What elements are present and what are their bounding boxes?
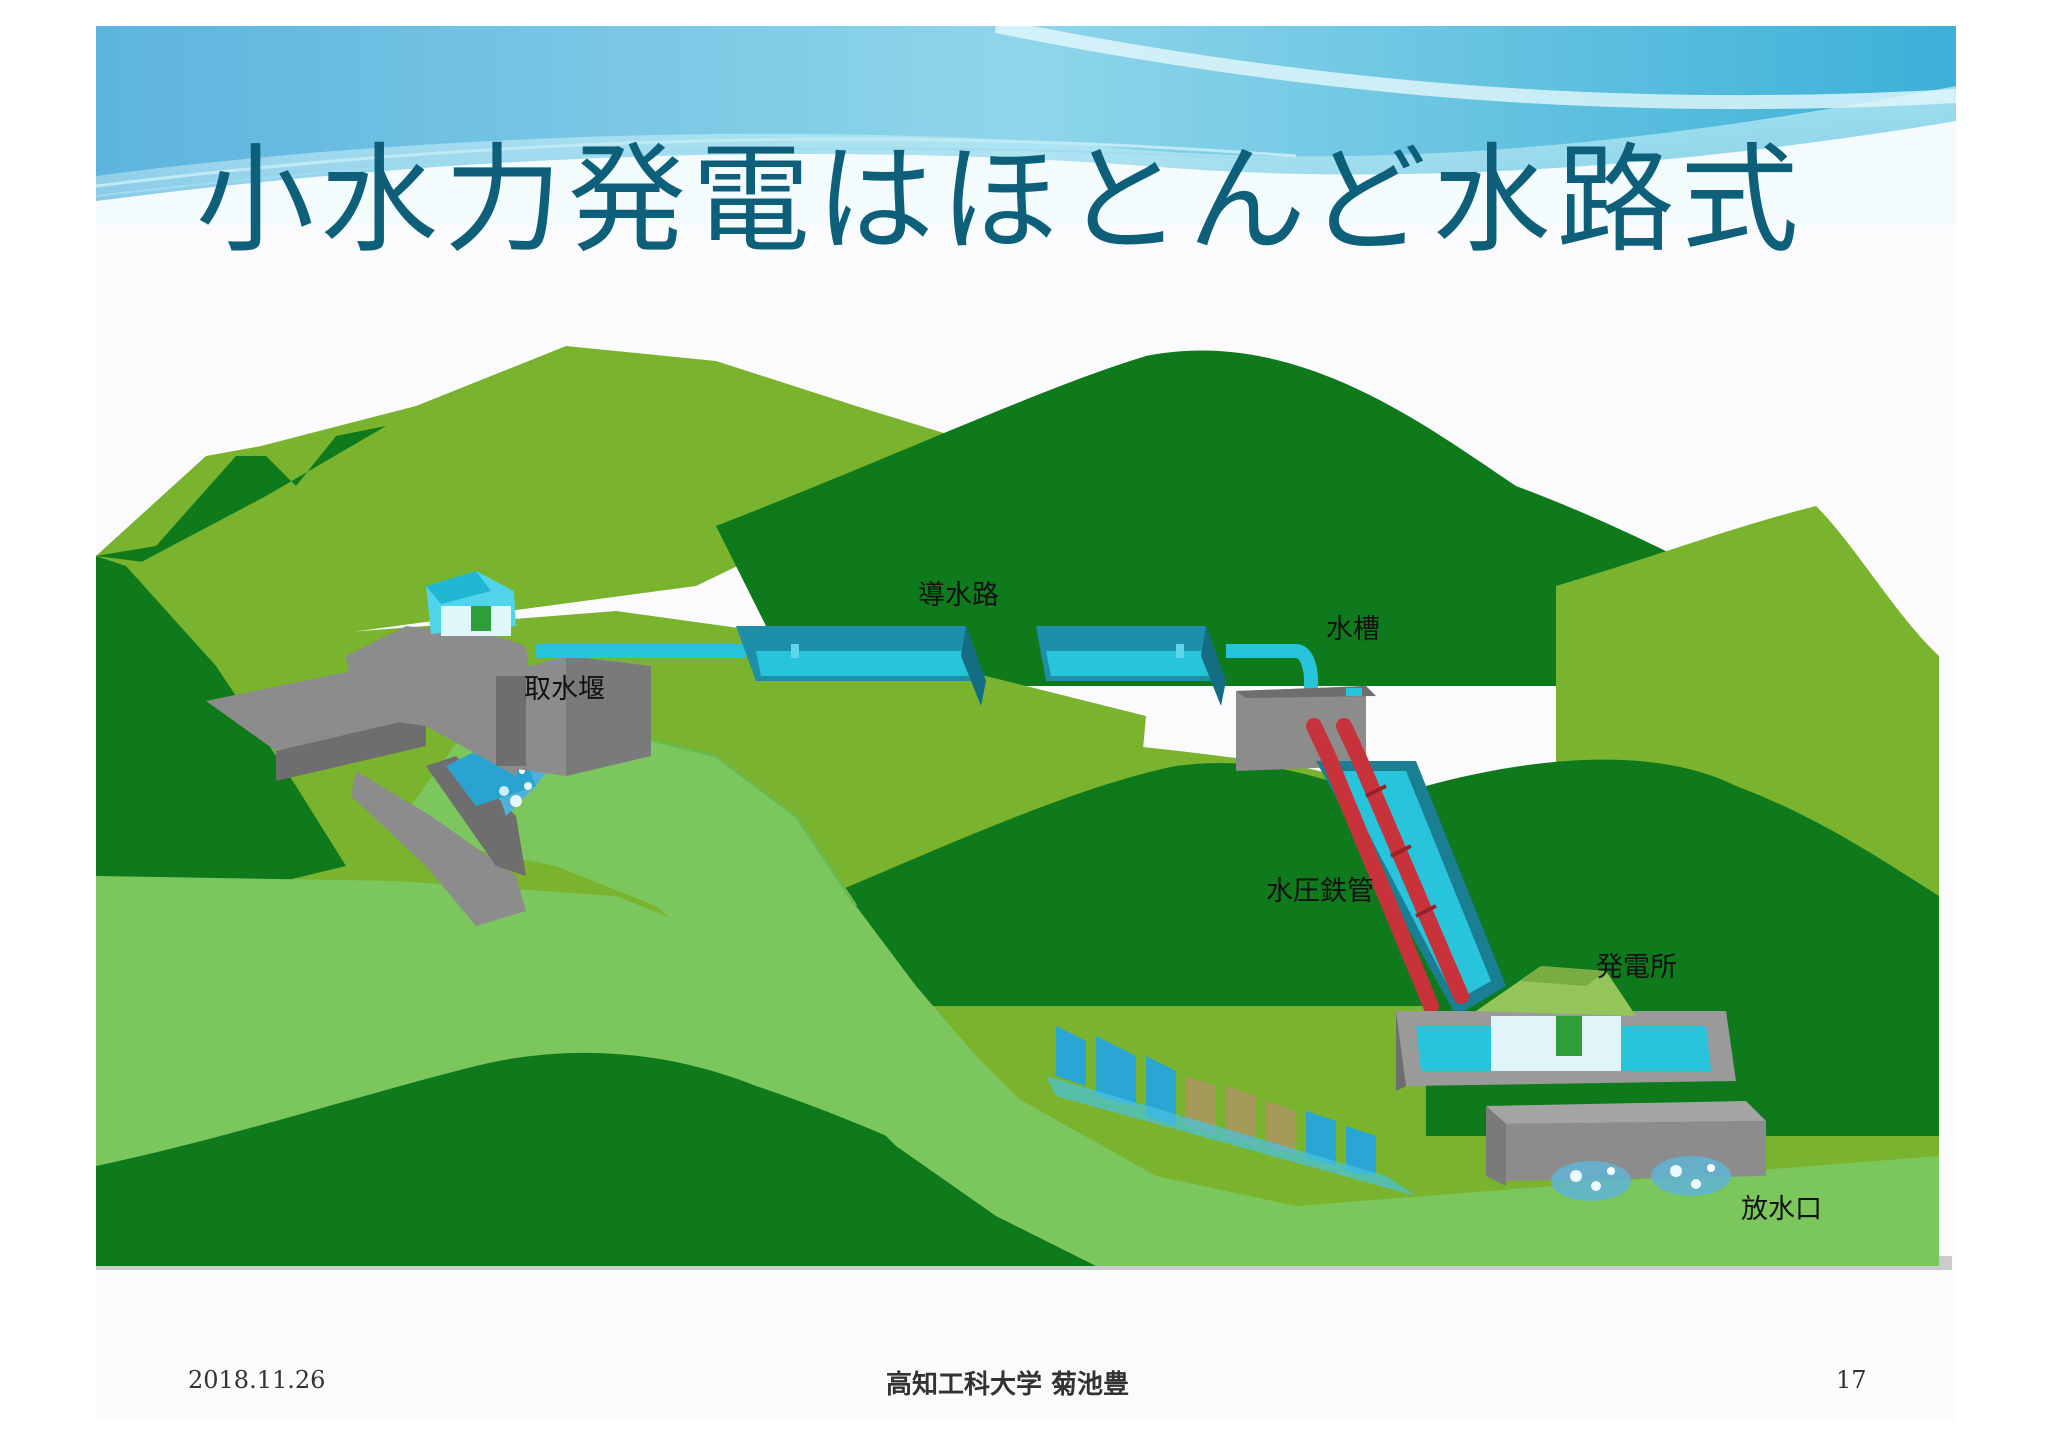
hill-left-dark	[96, 556, 346, 926]
headrace-channel	[536, 626, 1318, 706]
title-banner	[96, 26, 1956, 226]
footer-date: 2018.11.26	[188, 1366, 326, 1394]
river	[396, 716, 1939, 1266]
powerhouse	[1396, 966, 1736, 1091]
intake-weir	[206, 626, 651, 926]
label-outlet: 放水口	[1741, 1194, 1822, 1225]
penstock	[1306, 718, 1506, 1016]
label-penstock: 水圧鉄管	[1266, 876, 1374, 907]
hydro-scene	[96, 346, 1952, 1270]
hill-back-center	[716, 350, 1696, 686]
label-powerhouse: 発電所	[1596, 952, 1677, 983]
slide: 小水力発電はほとんど水路式	[96, 26, 1956, 1421]
hill-back-left	[96, 346, 986, 666]
footer-organization: 高知工科大学 菊池豊	[886, 1370, 1130, 1400]
hill-far-left	[96, 426, 386, 586]
intake-house	[426, 571, 516, 636]
slide-title: 小水力発電はほとんど水路式	[196, 131, 1805, 269]
hill-foreground-dark	[96, 1052, 1276, 1266]
outlet	[1486, 1101, 1766, 1201]
river-check-dams	[1046, 1026, 1416, 1196]
label-head-tank: 水槽	[1326, 614, 1380, 645]
footer-page-number: 17	[1836, 1366, 1867, 1394]
label-headrace: 導水路	[918, 580, 999, 611]
label-intake-weir: 取水堰	[524, 674, 605, 705]
